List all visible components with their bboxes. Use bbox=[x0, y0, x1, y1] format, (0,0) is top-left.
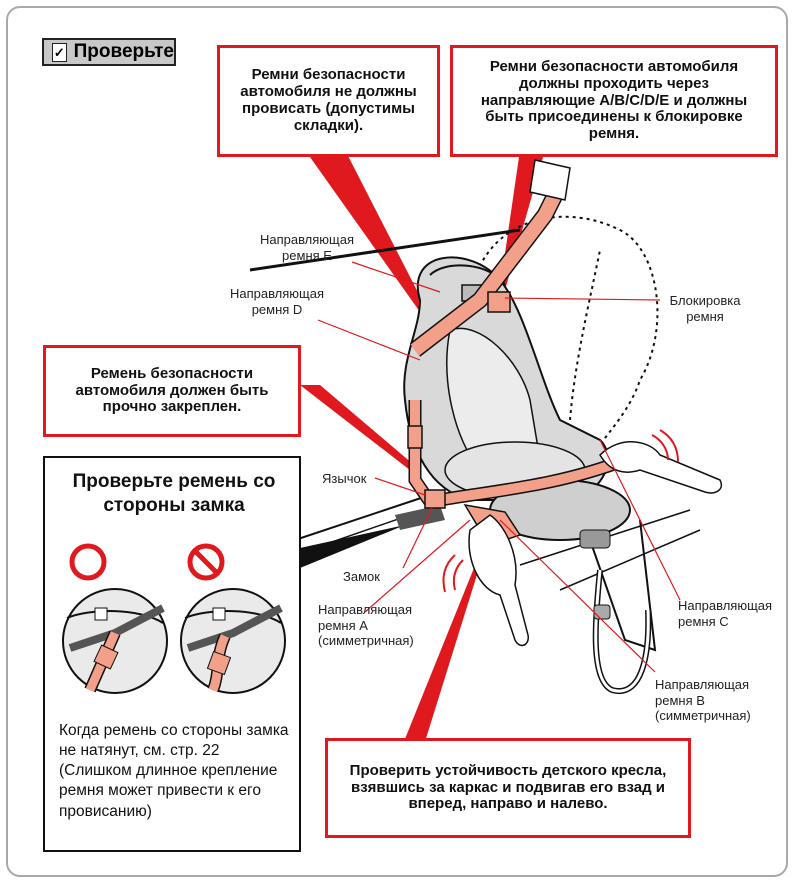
label-guide-a: Направляющая ремня A (симметричная) bbox=[318, 602, 423, 649]
note-no-slack: Ремни безопасности автомобиля не должны … bbox=[217, 45, 440, 157]
buckle-check-panel: Проверьте ремень со стороны замка bbox=[43, 456, 301, 852]
note-secure-text: Ремень безопасности автомобиля должен бы… bbox=[68, 366, 276, 416]
label-guide-b: Направляющая ремня B (симметричная) bbox=[655, 677, 767, 724]
correct-circle-icon bbox=[72, 546, 104, 578]
incorrect-belt-example bbox=[181, 589, 285, 693]
note-stability: Проверить устойчивость детского кресла, … bbox=[325, 738, 691, 838]
label-buckle: Замок bbox=[343, 569, 380, 585]
note-stability-text: Проверить устойчивость детского кресла, … bbox=[342, 763, 674, 813]
correct-belt-example bbox=[63, 589, 167, 693]
buckle-panel-text: Когда ремень со стороны замка не натянут… bbox=[59, 721, 295, 822]
check-badge: ✓ Проверьте bbox=[42, 38, 176, 66]
note-through-guides: Ремни безопасности автомобиля должны про… bbox=[450, 45, 778, 157]
label-tongue: Язычок bbox=[322, 471, 366, 487]
check-badge-label: Проверьте bbox=[74, 41, 174, 63]
label-guide-d: Направляющая ремня D bbox=[228, 286, 326, 317]
note-secure: Ремень безопасности автомобиля должен бы… bbox=[43, 345, 301, 437]
checkbox-icon: ✓ bbox=[52, 43, 67, 62]
pointer-buckle-panel bbox=[300, 525, 405, 568]
label-lock: Блокировка ремня bbox=[660, 293, 750, 324]
label-guide-e: Направляющая ремня E bbox=[258, 232, 356, 263]
label-guide-c: Направляющая ремня C bbox=[678, 598, 788, 629]
pointer-secure bbox=[300, 385, 420, 474]
note-no-slack-text: Ремни безопасности автомобиля не должны … bbox=[230, 67, 427, 134]
note-through-guides-text: Ремни безопасности автомобиля должны про… bbox=[465, 59, 763, 143]
prohibited-icon bbox=[190, 546, 222, 578]
